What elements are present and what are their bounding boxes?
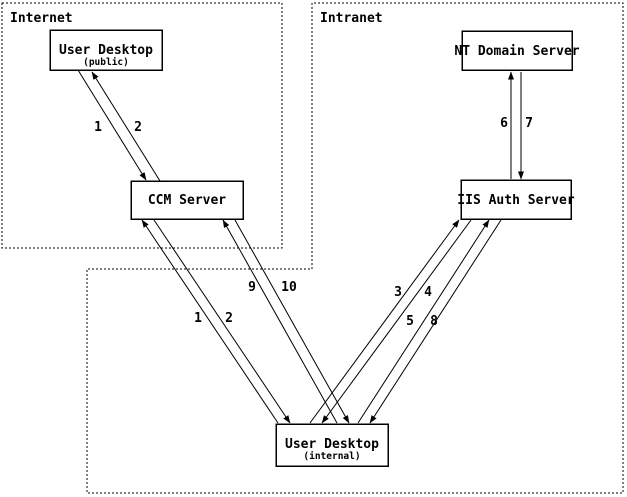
edge-internal-desktop-to-ccm-9 [222,219,338,424]
user-desktop-internal-subtitle: (internal) [303,451,360,462]
edge-public-desktop-to-ccm [77,69,147,181]
edge-ccm-to-public-desktop [91,71,161,182]
edge-iis-to-internal-desktop-8 [369,219,502,424]
ccm-server-box [130,180,244,220]
user-desktop-internal-box [275,423,389,467]
node-user-desktop-internal: User Desktop (internal) [275,423,389,467]
nt-domain-server-title: NT Domain Server [454,44,579,59]
ccm-server-title: CCM Server [148,193,226,208]
node-user-desktop-public: User Desktop (public) [49,29,163,71]
edge-ccm-to-internal-desktop-10 [234,219,350,424]
user-desktop-public-title: User Desktop [59,43,153,58]
edge-label-7: 7 [525,116,533,131]
node-nt-domain-server: NT Domain Server [454,30,580,71]
edge-label-8: 8 [430,314,438,329]
edge-internal-desktop-to-iis-5 [357,219,490,424]
nt-domain-server-box [461,30,573,71]
iis-auth-server-title: IIS Auth Server [457,193,575,208]
user-desktop-public-subtitle: (public) [83,57,129,68]
internet-zone-border [1,2,283,249]
user-desktop-public-box [49,29,163,71]
iis-auth-server-box [460,179,572,220]
edge-label-2-top: 2 [134,120,142,135]
edge-label-1-bottom: 1 [194,311,202,326]
intranet-zone-label: Intranet [320,11,383,26]
edge-iis-to-internal-desktop-4 [321,219,472,424]
node-iis-auth-server: IIS Auth Server [457,179,575,220]
internet-zone-label: Internet [10,11,73,26]
edge-label-1-top: 1 [94,120,102,135]
edge-label-9: 9 [248,280,256,295]
edge-label-2-bottom: 2 [225,311,233,326]
user-desktop-internal-title: User Desktop [285,437,379,452]
edge-label-4: 4 [424,285,432,300]
edge-ccm-to-internal-desktop-2 [153,219,291,424]
edge-label-6: 6 [500,116,508,131]
edge-label-10: 10 [281,280,297,295]
edge-label-3: 3 [394,285,402,300]
edge-internal-desktop-to-iis-3 [309,219,460,424]
intranet-zone-border [86,2,624,494]
node-ccm-server: CCM Server [130,180,244,220]
edge-label-5: 5 [406,314,414,329]
edge-internal-desktop-to-ccm-1 [141,219,279,424]
